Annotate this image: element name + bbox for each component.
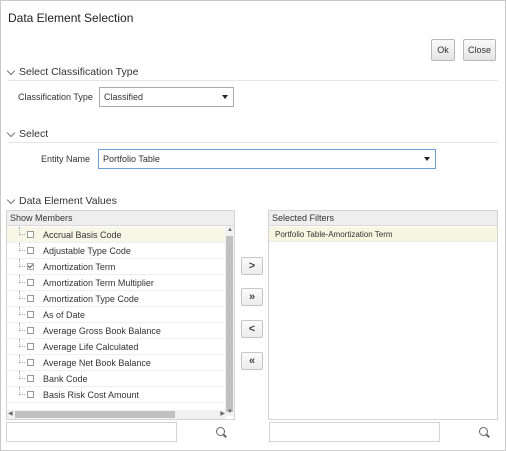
checkbox-icon[interactable]	[27, 359, 34, 366]
member-label: Amortization Term Multiplier	[43, 278, 154, 288]
checkbox-icon[interactable]	[27, 231, 34, 238]
tree-connector	[19, 307, 25, 315]
member-item[interactable]: Accrual Basis Code	[7, 227, 227, 243]
member-item[interactable]: Adjustable Type Code	[7, 243, 227, 259]
section-classification-title: Select Classification Type	[19, 66, 139, 78]
section-select-title: Select	[19, 128, 49, 140]
chevron-down-icon	[6, 128, 16, 137]
member-item[interactable]: Amortization Type Code	[7, 291, 227, 307]
move-selected-right-button[interactable]: >	[241, 257, 263, 275]
entity-name-select[interactable]: Portfolio Table	[98, 149, 436, 169]
tree-connector	[19, 371, 25, 379]
member-label: As of Date	[43, 310, 86, 320]
section-values-title: Data Element Values	[19, 195, 117, 207]
search-icon[interactable]	[479, 427, 488, 436]
checkbox-icon[interactable]	[27, 295, 34, 302]
checkbox-icon[interactable]	[27, 263, 34, 270]
section-values-header[interactable]: Data Element Values	[6, 195, 117, 207]
divider	[8, 142, 498, 143]
member-label: Amortization Type Code	[43, 294, 139, 304]
member-label: Basis Risk Cost Amount	[43, 390, 140, 400]
tree-connector	[19, 339, 25, 347]
move-selected-left-button[interactable]: <	[241, 320, 263, 338]
chevron-down-icon	[6, 195, 16, 204]
classification-type-label: Classification Type	[18, 92, 93, 102]
member-label: Average Net Book Balance	[43, 358, 151, 368]
tree-connector	[19, 291, 25, 299]
dropdown-caret-icon	[222, 95, 228, 99]
checkbox-icon[interactable]	[27, 375, 34, 382]
divider	[8, 80, 498, 81]
scroll-down-icon[interactable]: ▼	[227, 409, 233, 415]
scrollbar-thumb[interactable]	[15, 411, 175, 418]
tree-connector	[19, 243, 25, 251]
member-label: Adjustable Type Code	[43, 246, 131, 256]
ok-button[interactable]: Ok	[431, 39, 455, 61]
classification-type-value: Classified	[104, 92, 144, 102]
member-label: Accrual Basis Code	[43, 230, 122, 240]
chevron-down-icon	[6, 66, 16, 75]
tree-connector	[19, 275, 25, 283]
checkbox-icon[interactable]	[27, 327, 34, 334]
member-item[interactable]: Average Life Calculated	[7, 339, 227, 355]
horizontal-scrollbar[interactable]: ◀ ▶	[7, 410, 226, 419]
members-search-input[interactable]	[6, 422, 177, 442]
member-label: Average Gross Book Balance	[43, 326, 161, 336]
checkbox-icon[interactable]	[27, 391, 34, 398]
selected-filter-item[interactable]: Portfolio Table-Amortization Term	[269, 227, 497, 242]
tree-connector	[19, 387, 25, 395]
member-item[interactable]: Average Net Book Balance	[7, 355, 227, 371]
tree-connector	[19, 355, 25, 363]
entity-name-value: Portfolio Table	[103, 154, 160, 164]
member-label: Bank Code	[43, 374, 88, 384]
member-item[interactable]: As of Date	[7, 307, 227, 323]
show-members-header: Show Members	[7, 211, 234, 226]
tree-connector	[19, 323, 25, 331]
scroll-up-icon[interactable]: ▲	[227, 227, 233, 233]
search-icon[interactable]	[216, 427, 225, 436]
checkbox-icon[interactable]	[27, 247, 34, 254]
member-label: Amortization Term	[43, 262, 116, 272]
filters-search-input[interactable]	[269, 422, 440, 442]
member-item[interactable]: Amortization Term Multiplier	[7, 275, 227, 291]
scrollbar-thumb[interactable]	[226, 236, 233, 412]
move-all-right-button[interactable]: »	[241, 288, 263, 306]
member-item[interactable]: Average Gross Book Balance	[7, 323, 227, 339]
checkbox-icon[interactable]	[27, 343, 34, 350]
tree-connector	[19, 259, 25, 267]
selected-filters-header: Selected Filters	[269, 211, 497, 226]
checkbox-icon[interactable]	[27, 279, 34, 286]
close-button[interactable]: Close	[463, 39, 496, 61]
member-item[interactable]: Bank Code	[7, 371, 227, 387]
scroll-right-icon[interactable]: ▶	[220, 411, 225, 417]
move-all-left-button[interactable]: «	[241, 352, 263, 370]
member-item[interactable]: Basis Risk Cost Amount	[7, 387, 227, 403]
scroll-left-icon[interactable]: ◀	[8, 411, 13, 417]
section-select-header[interactable]: Select	[6, 128, 49, 140]
dialog-title: Data Element Selection	[8, 11, 134, 25]
checkbox-icon[interactable]	[27, 311, 34, 318]
member-item[interactable]: Amortization Term	[7, 259, 227, 275]
member-label: Average Life Calculated	[43, 342, 139, 352]
dropdown-caret-icon	[424, 157, 430, 161]
selected-filters-panel: Selected Filters Portfolio Table-Amortiz…	[268, 210, 498, 420]
classification-type-select[interactable]: Classified	[99, 87, 234, 107]
tree-connector	[19, 227, 25, 235]
entity-name-label: Entity Name	[41, 154, 91, 164]
section-classification-header[interactable]: Select Classification Type	[6, 66, 139, 78]
vertical-scrollbar[interactable]: ▲ ▼	[225, 226, 234, 416]
